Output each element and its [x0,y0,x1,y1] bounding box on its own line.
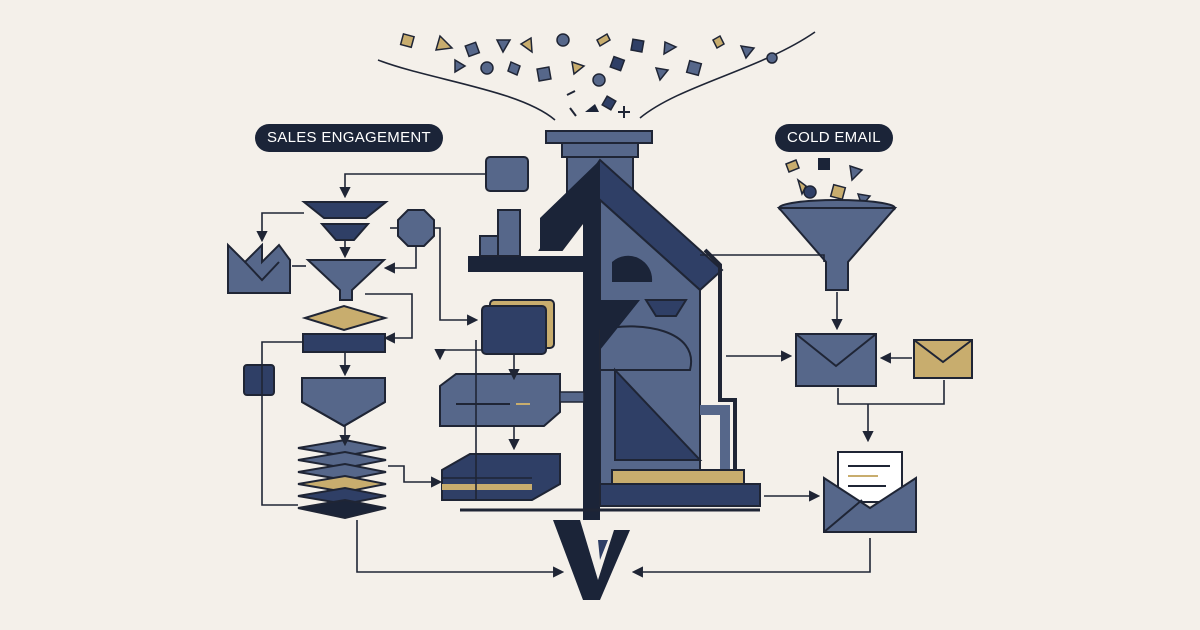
v-shape-icon [553,520,630,600]
cold-email-shapes [776,158,973,533]
envelope-icon [795,333,877,387]
funnel-icon [776,199,898,291]
factory-icon [460,130,761,520]
connector-arrows [256,173,945,578]
confetti-shapes [377,31,816,121]
cold-email-label: COLD EMAIL [775,124,893,152]
sales-engagement-label: SALES ENGAGEMENT [255,124,444,152]
open-envelope-icon [823,451,917,533]
process-boxes [439,299,585,501]
gold-envelope-icon [913,339,973,379]
left-column-shapes [227,156,529,520]
